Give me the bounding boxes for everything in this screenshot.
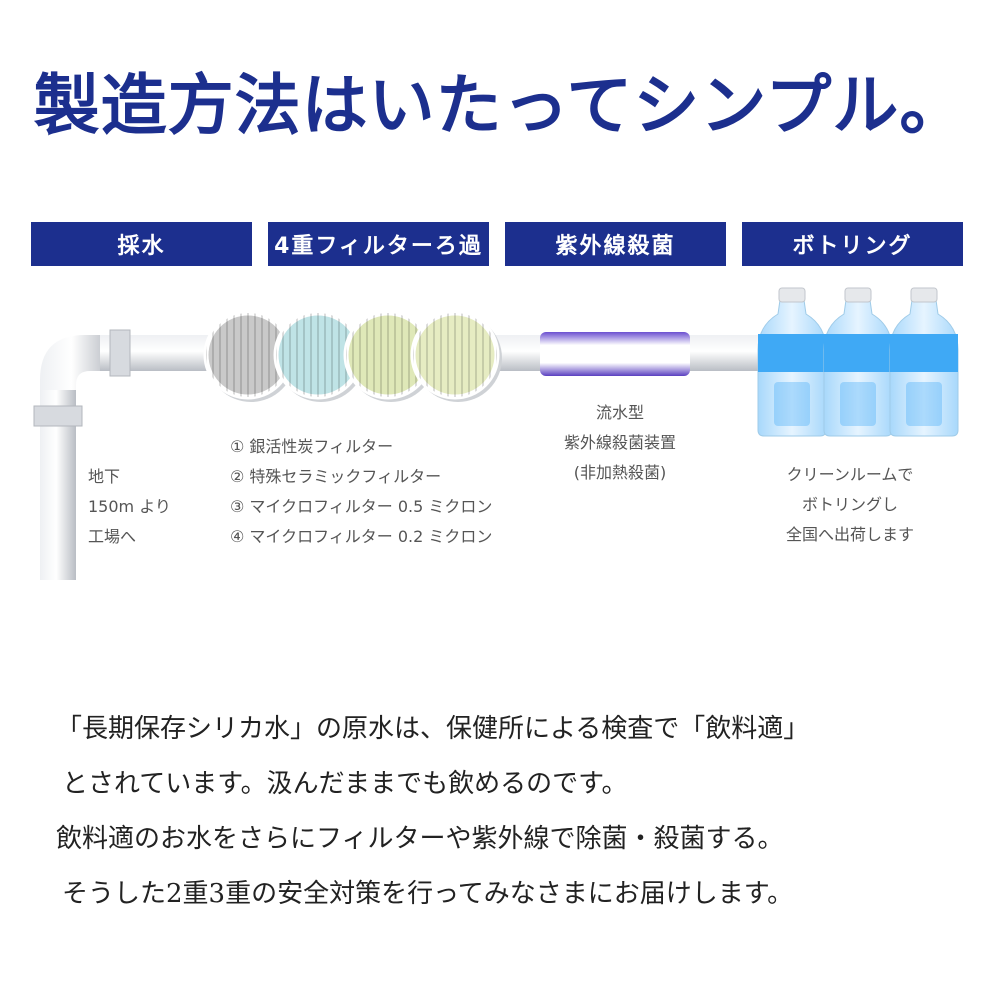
description-line: 飲料適のお水をさらにフィルターや紫外線で除菌・殺菌する。 [56,824,784,854]
filter-disc [203,310,295,402]
bottling-note: クリーンルームで ボトリングし 全国へ出荷します [740,460,960,550]
step-label-filtration: 4重フィルターろ過 [268,222,489,266]
bottling-note-line: 全国へ出荷します [785,525,914,544]
source-note: 地下 150m より 工場へ [88,462,171,552]
description-line: 「長期保存シリカ水」の原水は、保健所による検査で「飲料適」 [56,714,810,744]
uv-note: 流水型 紫外線殺菌装置 (非加熱殺菌) [520,398,720,488]
bottling-note-line: クリーンルームで [786,465,914,484]
process-diagram [33,287,959,580]
water-bottle [757,287,827,437]
pipe-elbow [40,335,110,390]
filter-list: ① 銀活性炭フィルター ② 特殊セラミックフィルター ③ マイクロフィルター 0… [230,432,492,552]
step-label-collection: 採水 [31,222,252,266]
page-title: 製造方法はいたってシンプル。 [33,67,967,144]
pipe-joint [109,329,131,377]
uv-note-line: (非加熱殺菌) [573,463,667,482]
source-note-line: 150m より [88,497,171,516]
uv-note-line: 紫外線殺菌装置 [563,433,676,452]
water-bottles [757,287,959,437]
description: 「長期保存シリカ水」の原水は、保健所による検査で「飲料適」 とされています。汲ん… [56,702,956,922]
bottling-note-line: ボトリングし [801,495,898,514]
filter-item: ② 特殊セラミックフィルター [230,467,442,486]
filter-item: ③ マイクロフィルター 0.5 ミクロン [230,497,493,516]
step-label-uv: 紫外線殺菌 [505,222,726,266]
filter-disc [410,310,502,402]
uv-sterilizer [540,332,690,376]
pipe-joint [33,405,83,427]
source-note-line: 地下 [88,467,121,486]
filter-item: ① 銀活性炭フィルター [230,437,394,456]
description-line: とされています。汲んだままでも飲めるのです。 [62,769,628,799]
step-label-bottling: ボトリング [742,222,963,266]
description-line: そうした2重3重の安全対策を行ってみなさまにお届けします。 [62,879,794,909]
water-bottle [889,287,959,437]
uv-note-line: 流水型 [595,403,644,422]
filter-discs [203,310,502,402]
filter-item: ④ マイクロフィルター 0.2 ミクロン [230,527,493,546]
source-note-line: 工場へ [88,527,137,546]
water-bottle [823,287,893,437]
filter-disc [273,310,365,402]
